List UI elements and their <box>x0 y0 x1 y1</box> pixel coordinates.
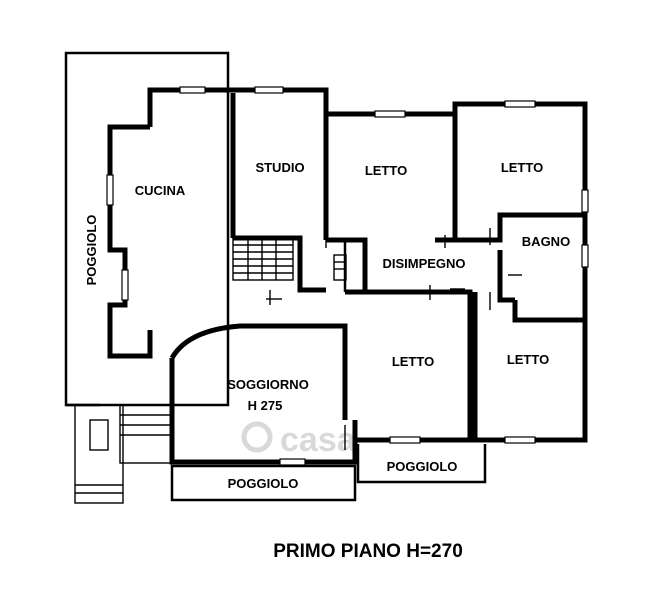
room-label-soggiorno: SOGGIORNO <box>227 377 309 392</box>
door-markers <box>325 228 522 450</box>
room-label-poggiolo-right: POGGIOLO <box>387 459 458 474</box>
room-label-letto-3: LETTO <box>392 354 434 369</box>
room-label-poggiolo-bottom: POGGIOLO <box>228 476 299 491</box>
watermark-text: casa <box>280 421 357 459</box>
room-label-disimpegno: DISIMPEGNO <box>382 256 465 271</box>
room-label-studio: STUDIO <box>255 160 304 175</box>
room-label-poggiolo-left: POGGIOLO <box>84 215 99 286</box>
watermark: casa <box>241 421 357 459</box>
staircase <box>232 237 347 305</box>
windows <box>106 86 589 466</box>
room-label-cucina: CUCINA <box>135 183 186 198</box>
exterior-steps <box>74 404 173 504</box>
room-label-soggiorno-height: H 275 <box>248 398 283 413</box>
room-label-letto-4: LETTO <box>507 352 549 367</box>
room-label-letto-1: LETTO <box>365 163 407 178</box>
floor-caption: PRIMO PIANO H=270 <box>273 541 463 562</box>
room-label-bagno: BAGNO <box>522 234 570 249</box>
room-label-letto-2: LETTO <box>501 160 543 175</box>
poggiolo-bottom-outline <box>170 464 357 502</box>
poggiolo-right-outline <box>356 444 487 484</box>
